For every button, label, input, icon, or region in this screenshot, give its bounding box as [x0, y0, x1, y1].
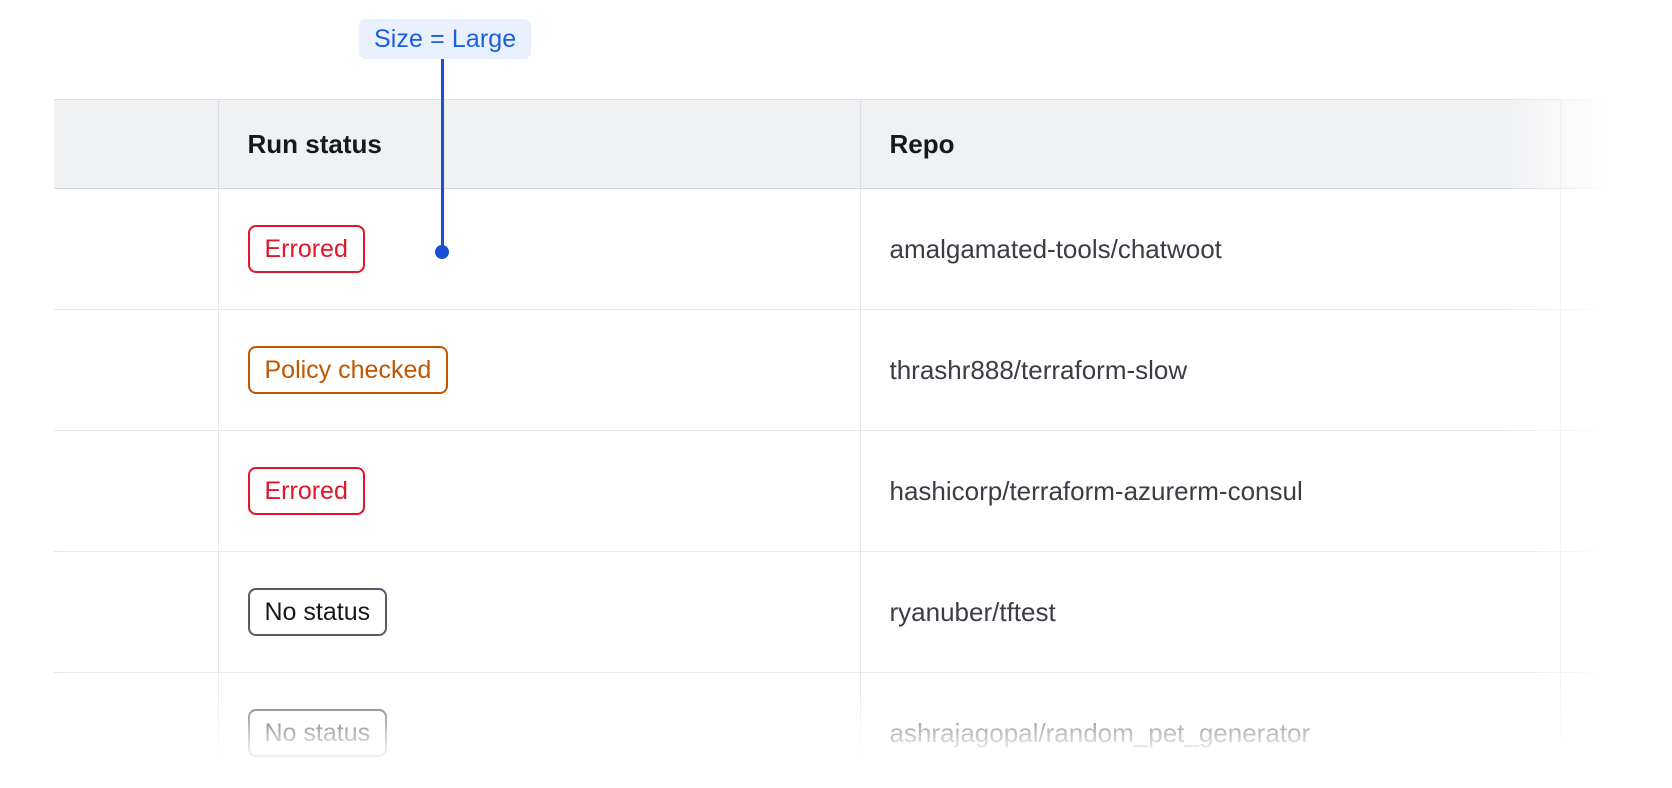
repo-name[interactable]: ashrajagopal/random_pet_generator: [889, 717, 1311, 748]
runs-table-container[interactable]: Run status Repo Errored amalgamated-tools…: [0, 99, 1672, 788]
column-header-spacer: [54, 99, 219, 189]
column-header-tail: [1560, 99, 1654, 189]
table-row[interactable]: Errored amalgamated-tools/chatwoot: [54, 188, 1654, 310]
repo-name[interactable]: hashicorp/terraform-azurerm-consul: [889, 475, 1303, 506]
cell-repo: ashrajagopal/random_pet_generator: [860, 672, 1561, 788]
table-row[interactable]: No status ryanuber/tftest: [54, 551, 1654, 673]
cell-run-status: Policy checked: [218, 309, 861, 431]
table-row[interactable]: Policy checked thrashr888/terraform-slow: [54, 309, 1654, 431]
status-badge[interactable]: Errored: [247, 467, 365, 515]
status-badge-label: Errored: [264, 476, 348, 505]
repo-name[interactable]: thrashr888/terraform-slow: [889, 354, 1188, 385]
size-annotation-badge: Size = Large: [359, 19, 532, 59]
cell-run-status: No status: [218, 551, 861, 673]
status-badge[interactable]: No status: [247, 588, 388, 636]
cell-run-status: Errored: [218, 430, 861, 552]
row-spacer-cell: [54, 672, 219, 788]
row-tail-cell: [1560, 309, 1654, 431]
cell-repo: amalgamated-tools/chatwoot: [860, 188, 1561, 310]
cell-repo: ryanuber/tftest: [860, 551, 1561, 673]
status-badge-label: No status: [264, 597, 371, 626]
row-tail-cell: [1560, 188, 1654, 310]
status-badge-label: Errored: [264, 234, 348, 263]
row-tail-cell: [1560, 551, 1654, 673]
cell-repo: hashicorp/terraform-azurerm-consul: [860, 430, 1561, 552]
table-header-row: Run status Repo: [54, 99, 1654, 189]
status-badge[interactable]: Policy checked: [247, 346, 449, 394]
row-spacer-cell: [54, 430, 219, 552]
row-spacer-cell: [54, 309, 219, 431]
repo-name[interactable]: ryanuber/tftest: [889, 596, 1056, 627]
cell-repo: thrashr888/terraform-slow: [860, 309, 1561, 431]
status-badge[interactable]: Errored: [247, 225, 365, 273]
status-badge[interactable]: No status: [247, 709, 388, 757]
row-tail-cell: [1560, 672, 1654, 788]
status-badge-label: Policy checked: [264, 355, 432, 384]
repo-name[interactable]: amalgamated-tools/chatwoot: [889, 233, 1222, 264]
cell-run-status: Errored: [218, 188, 861, 310]
column-header-repo[interactable]: Repo: [860, 99, 1561, 189]
runs-table: Run status Repo Errored amalgamated-tools…: [54, 99, 1654, 788]
row-spacer-cell: [54, 188, 219, 310]
column-header-run-status[interactable]: Run status: [218, 99, 861, 189]
status-badge-label: No status: [264, 718, 371, 747]
table-row[interactable]: Errored hashicorp/terraform-azurerm-consu…: [54, 430, 1654, 552]
cell-run-status: No status: [218, 672, 861, 788]
row-spacer-cell: [54, 551, 219, 673]
table-header: Run status Repo: [54, 99, 1654, 189]
table-row[interactable]: No status ashrajagopal/random_pet_generat…: [54, 672, 1654, 788]
row-tail-cell: [1560, 430, 1654, 552]
